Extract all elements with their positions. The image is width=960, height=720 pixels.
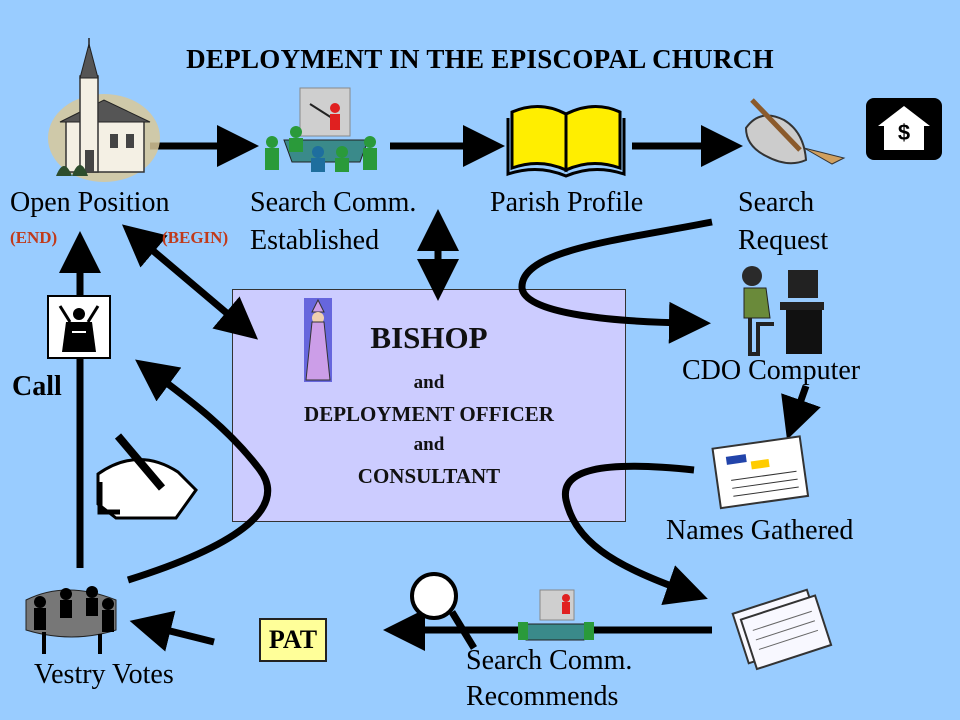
book-icon [506,105,626,178]
church-icon [48,38,160,182]
clergy-icon [47,295,111,359]
label-parish-profile: Parish Profile [490,187,644,218]
arrow-open-position-bishop [121,224,259,340]
arrow-names-to-papers [561,462,708,605]
search-committee-small-icon [518,589,594,641]
label-vestry-votes: Vestry Votes [34,659,174,690]
bishop-label: BISHOP [370,320,488,355]
label-established: Established [250,225,380,256]
house-dollar-icon [866,98,942,160]
signing-hand-icon [96,433,198,520]
arrow-cdo-to-names [781,384,821,440]
names-document-icon [711,435,810,510]
bishop-icon [304,298,332,382]
label-recommends: Recommends [466,681,619,712]
and-label-2: and [413,434,445,455]
consultant-label: CONSULTANT [357,464,501,488]
deployment-officer-label: DEPLOYMENT OFFICER [304,402,554,426]
and-label-1: and [413,372,445,393]
quill-icon [744,98,846,165]
computer-operator-icon [742,266,824,356]
arrow-pat-to-vestry [129,610,215,652]
vestry-meeting-icon [25,586,117,654]
diagram-title: DEPLOYMENT IN THE EPISCOPAL CHURCH [186,44,774,74]
papers-icon [731,588,833,671]
label-call: Call [12,371,62,402]
label-search: Search [738,187,815,218]
label-open-position: Open Position [10,187,170,218]
arrow-request-to-cdo [518,218,713,344]
label-begin: (BEGIN) [162,228,229,247]
arrow-vestry-to-bishop [126,359,272,584]
magnifying-glass-icon [410,572,477,650]
search-committee-icon [265,87,377,172]
label-search-comm-1: Search Comm. [250,187,417,218]
pat-box: PAT [259,618,327,662]
dollar-sign: $ [898,120,910,145]
label-cdo-computer: CDO Computer [682,355,861,386]
label-end: (END) [10,228,58,247]
label-names-gathered: Names Gathered [666,515,854,546]
bishop-box: BISHOP and DEPLOYMENT OFFICER and CONSUL… [232,289,626,522]
label-search-comm-2: Search Comm. [466,645,633,676]
label-request: Request [738,225,829,256]
